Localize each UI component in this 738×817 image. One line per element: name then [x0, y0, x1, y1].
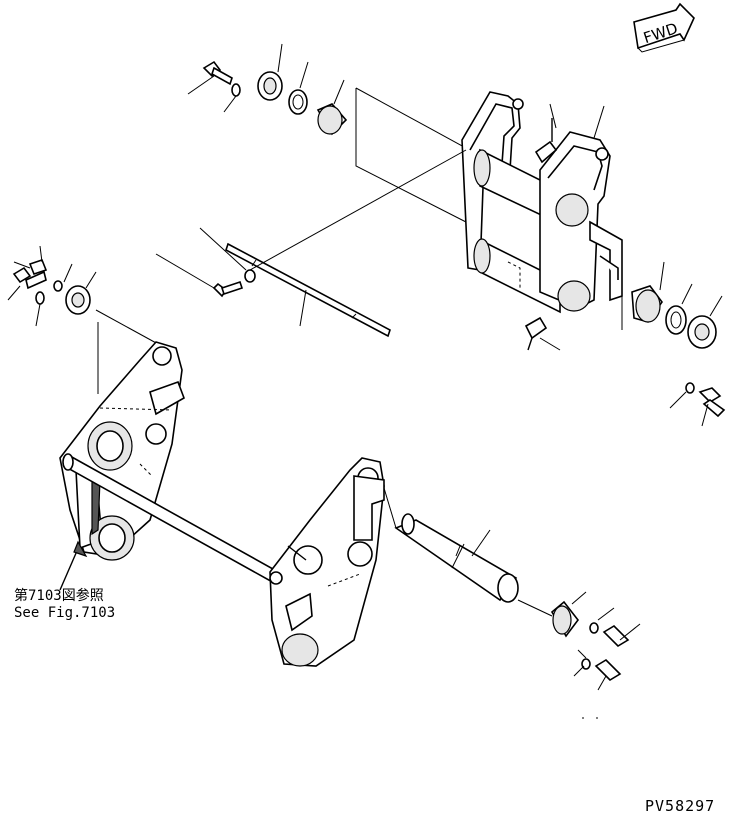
upper-bracket-assembly	[355, 87, 623, 351]
reference-jp: 第7103図参照	[14, 587, 104, 604]
right-loose-parts	[621, 240, 726, 427]
fwd-arrow-icon: FWD	[633, 2, 695, 53]
lower-frame-assembly	[59, 341, 385, 667]
lower-left-loose-parts	[7, 245, 159, 394]
drawing-code: PV58297	[645, 797, 715, 815]
upper-left-parts	[187, 43, 348, 136]
long-rod-part	[155, 149, 467, 338]
reference-note: 第7103図参照 See Fig.7103	[14, 587, 115, 621]
upper-bracket-leaders	[539, 103, 605, 351]
lower-shaft-parts	[383, 487, 641, 719]
reference-en: See Fig.7103	[14, 605, 115, 621]
